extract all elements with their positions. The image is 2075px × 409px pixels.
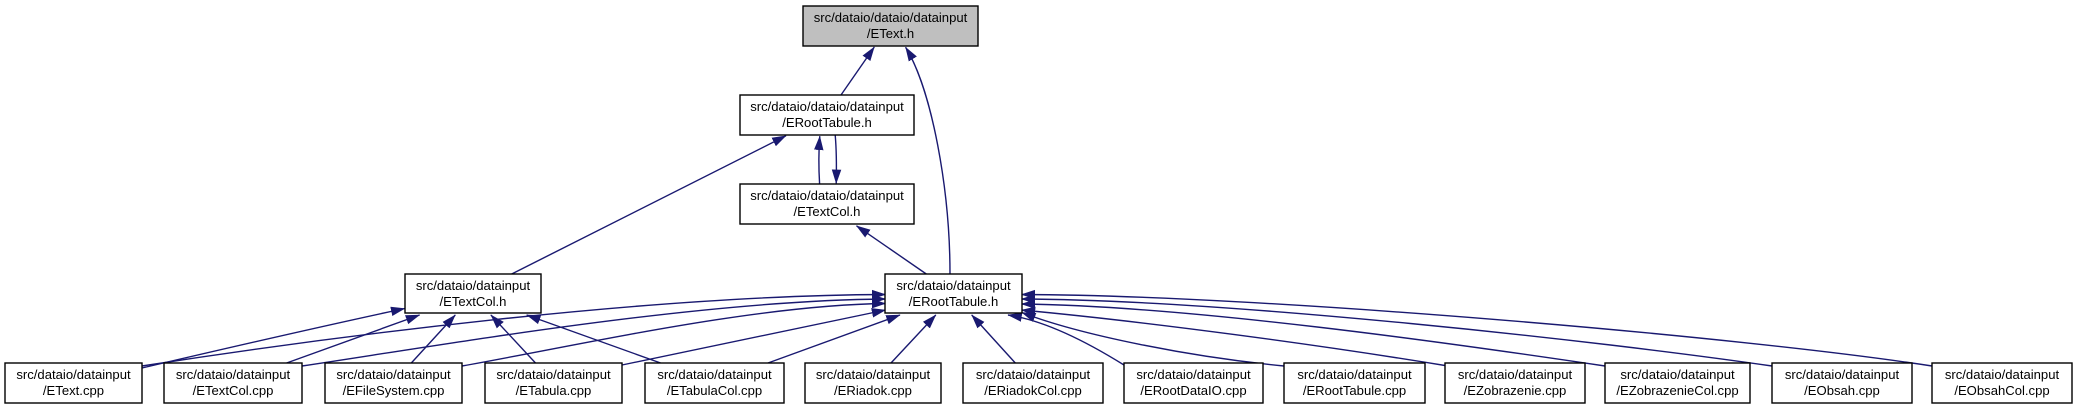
svg-text:src/dataio/datainput: src/dataio/datainput <box>1136 367 1251 382</box>
svg-text:src/dataio/datainput: src/dataio/datainput <box>176 367 291 382</box>
svg-text:src/dataio/dataio/datainput: src/dataio/dataio/datainput <box>750 99 904 114</box>
svg-text:/ERiadok.cpp: /ERiadok.cpp <box>834 383 912 398</box>
svg-text:src/dataio/datainput: src/dataio/datainput <box>1458 367 1573 382</box>
svg-text:src/dataio/datainput: src/dataio/datainput <box>1785 367 1900 382</box>
svg-text:src/dataio/datainput: src/dataio/datainput <box>16 367 131 382</box>
svg-text:/ETabulaCol.cpp: /ETabulaCol.cpp <box>667 383 762 398</box>
svg-text:/EZobrazenieCol.cpp: /EZobrazenieCol.cpp <box>1616 383 1738 398</box>
svg-text:/ETextCol.h: /ETextCol.h <box>440 294 507 309</box>
svg-text:src/dataio/datainput: src/dataio/datainput <box>976 367 1091 382</box>
svg-text:src/dataio/datainput: src/dataio/datainput <box>1620 367 1735 382</box>
svg-text:/ERiadokCol.cpp: /ERiadokCol.cpp <box>984 383 1082 398</box>
svg-text:src/dataio/datainput: src/dataio/datainput <box>896 278 1011 293</box>
svg-text:/ETextCol.h: /ETextCol.h <box>794 204 861 219</box>
svg-text:/ERootTabule.cpp: /ERootTabule.cpp <box>1303 383 1406 398</box>
svg-text:src/dataio/datainput: src/dataio/datainput <box>496 367 611 382</box>
svg-text:/EText.cpp: /EText.cpp <box>43 383 104 398</box>
svg-text:/ETextCol.cpp: /ETextCol.cpp <box>193 383 274 398</box>
svg-text:/EZobrazenie.cpp: /EZobrazenie.cpp <box>1464 383 1567 398</box>
svg-text:/ERootDataIO.cpp: /ERootDataIO.cpp <box>1140 383 1246 398</box>
svg-text:/ERootTabule.h: /ERootTabule.h <box>909 294 999 309</box>
svg-text:src/dataio/datainput: src/dataio/datainput <box>416 278 531 293</box>
svg-text:/EObsahCol.cpp: /EObsahCol.cpp <box>1954 383 2049 398</box>
svg-text:src/dataio/datainput: src/dataio/datainput <box>1945 367 2060 382</box>
svg-text:/EObsah.cpp: /EObsah.cpp <box>1804 383 1880 398</box>
svg-text:src/dataio/datainput: src/dataio/datainput <box>336 367 451 382</box>
svg-text:src/dataio/datainput: src/dataio/datainput <box>657 367 772 382</box>
svg-text:/EFileSystem.cpp: /EFileSystem.cpp <box>343 383 445 398</box>
svg-text:src/dataio/datainput: src/dataio/datainput <box>1297 367 1412 382</box>
svg-text:/ERootTabule.h: /ERootTabule.h <box>782 115 872 130</box>
svg-text:/ETabula.cpp: /ETabula.cpp <box>516 383 592 398</box>
svg-text:src/dataio/dataio/datainput: src/dataio/dataio/datainput <box>814 10 968 25</box>
svg-text:/EText.h: /EText.h <box>867 26 914 41</box>
svg-text:src/dataio/dataio/datainput: src/dataio/dataio/datainput <box>750 188 904 203</box>
svg-text:src/dataio/datainput: src/dataio/datainput <box>816 367 931 382</box>
